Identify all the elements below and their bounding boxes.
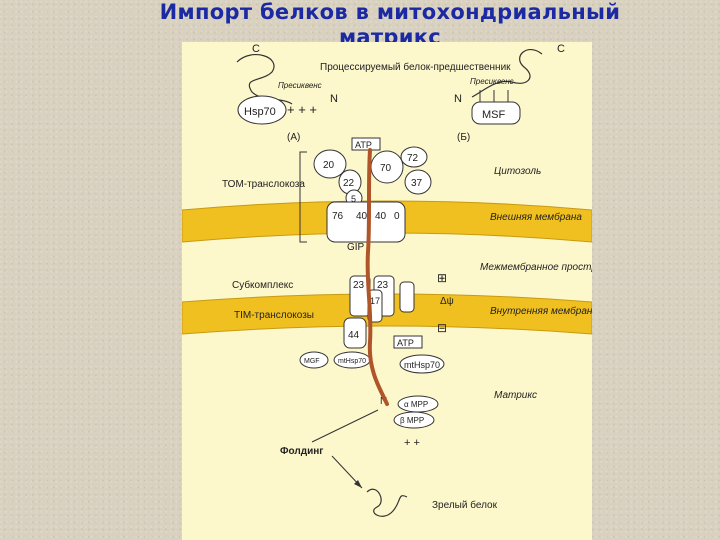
matrix-label: Матрикс — [494, 390, 537, 401]
inner-membrane-label: Внутренняя мембрана — [490, 305, 592, 317]
tom72 — [400, 146, 428, 168]
cytosol-label: Цитозоль — [494, 166, 541, 177]
precursor-chain-right — [471, 48, 543, 98]
tom-num-72: 72 — [407, 153, 419, 164]
terminus-n-left: N — [330, 93, 338, 105]
page-title: Импорт белков в митохондриальный матрикс — [159, 0, 621, 49]
presequence-right-label: Пресиквенс — [470, 77, 514, 86]
mthsp70-b-label: mtHsp70 — [404, 360, 440, 370]
folding-label: Фолдинг — [280, 446, 323, 457]
hsp70-label: Hsp70 — [244, 106, 276, 118]
tim-num-17: 17 — [370, 296, 380, 306]
tim-num-23b: 23 — [377, 280, 389, 291]
atp-top-label: ATP — [355, 140, 372, 150]
mthsp70-b — [399, 354, 445, 374]
tim-num-23a: 23 — [353, 280, 365, 291]
beta-mpp — [393, 411, 435, 429]
delta-psi: Δψ — [440, 296, 454, 307]
tom-num-40a: 40 — [356, 211, 368, 222]
hsp70-chaperone — [237, 95, 287, 125]
tom-translocase-label: ТОМ-транслокоза — [222, 179, 305, 190]
precursor-label: Процессируемый белок-предшественник — [320, 61, 511, 73]
tom-bracket — [299, 151, 307, 243]
tom-num-40b: 40 — [375, 211, 387, 222]
tim-translocase-label: TIM-транслокозы — [234, 310, 314, 321]
tim-num-44: 44 — [348, 330, 360, 341]
atp-top-box — [351, 137, 381, 151]
intermembrane-label: Межмембранное пространство — [480, 261, 592, 273]
label-b: (Б) — [457, 132, 470, 143]
tom-channel — [326, 201, 406, 243]
terminus-c-left: C — [252, 43, 260, 55]
atp-bottom-label: ATP — [397, 338, 414, 348]
folding-arrow-1 — [311, 409, 379, 443]
terminus-n-right: N — [454, 93, 462, 105]
tim-extra — [399, 281, 415, 313]
import-path — [365, 148, 389, 406]
tom-num-0: 0 — [394, 211, 400, 222]
minus-sign: ⊟ — [437, 321, 447, 335]
mature-protein-shape — [366, 488, 408, 517]
tim44 — [343, 317, 367, 349]
tom-num-76: 76 — [332, 211, 344, 222]
terminus-n-matrix: N — [380, 396, 387, 407]
tom37 — [404, 169, 432, 195]
tom-num-70: 70 — [380, 163, 392, 174]
label-a: (А) — [287, 132, 300, 143]
diagram-panel: Hsp70 + + + MSF C C N N Процессируемый б… — [182, 42, 592, 540]
tom-num-37: 37 — [411, 178, 423, 189]
plus-sign: ⊞ — [437, 271, 447, 285]
msf-matrix — [299, 351, 329, 369]
tom-num-22: 22 — [343, 178, 355, 189]
beta-mpp-label: β MPP — [400, 416, 424, 425]
presequence-charges-left: + + + — [287, 102, 317, 117]
tom-num-20: 20 — [323, 160, 335, 171]
msf-chaperone — [471, 101, 521, 125]
tom-num-5: 5 — [351, 194, 356, 204]
import-diagram: Hsp70 + + + MSF C C N N Процессируемый б… — [182, 43, 592, 517]
outer-membrane-label: Внешняя мембрана — [490, 211, 582, 223]
terminus-c-right: C — [557, 43, 565, 55]
folding-arrowhead — [354, 480, 362, 488]
gip-label: GIP — [347, 242, 365, 253]
cleaved-presequence-charges: + + — [404, 437, 420, 449]
msf-matrix-label: MGF — [304, 358, 320, 365]
alpha-mpp-label: α MPP — [404, 400, 428, 409]
tom20 — [313, 149, 347, 179]
atp-bottom-box — [393, 335, 423, 349]
subcomplex-label: Субкомплекс — [232, 279, 293, 291]
mthsp70-a-label: mtHsp70 — [338, 358, 366, 365]
mature-protein-label: Зрелый белок — [432, 499, 498, 511]
msf-label: MSF — [482, 109, 506, 121]
presequence-left-label: Пресиквенс — [278, 81, 322, 90]
